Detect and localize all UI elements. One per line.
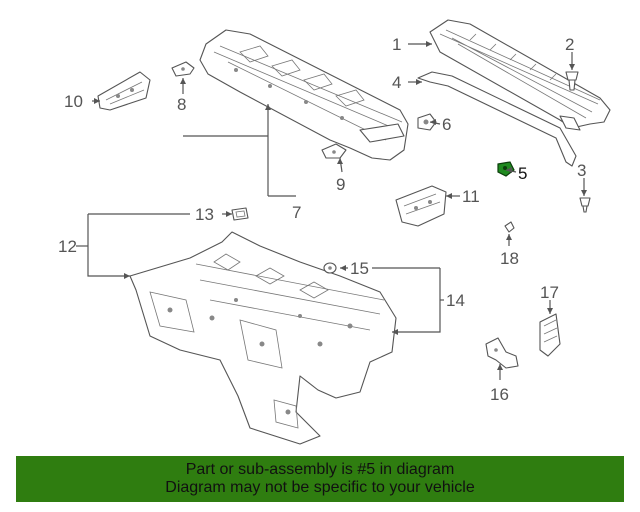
callout-16: 16 — [490, 385, 509, 404]
callout-17: 17 — [540, 283, 559, 302]
banner-line-2: Diagram may not be specific to your vehi… — [165, 479, 475, 496]
part-18-clip[interactable] — [504, 221, 515, 233]
part-14-dash-panel[interactable] — [129, 231, 397, 445]
part-8-bracket[interactable] — [171, 61, 195, 77]
leader-lines — [76, 43, 585, 380]
parts-diagram: 1 2 3 4 5 6 7 8 9 10 11 12 13 14 15 16 1… — [58, 19, 611, 445]
callout-2: 2 — [565, 35, 574, 54]
part-7-cowl-panel[interactable] — [199, 29, 409, 161]
callout-11: 11 — [462, 187, 480, 206]
part-5-clip-highlighted[interactable] — [497, 161, 515, 177]
callout-9: 9 — [336, 175, 345, 194]
callout-4: 4 — [392, 73, 401, 92]
part-13-plug[interactable] — [231, 207, 249, 221]
callout-6: 6 — [442, 115, 451, 134]
part-15-grommet[interactable] — [323, 262, 337, 274]
part-10-bracket[interactable] — [97, 71, 151, 111]
banner-line-1: Part or sub-assembly is #5 in diagram — [185, 461, 455, 478]
callout-10: 10 — [64, 92, 83, 111]
callout-12: 12 — [58, 237, 77, 256]
leader-arrowheads — [94, 41, 587, 370]
callout-7: 7 — [292, 203, 301, 222]
callout-8: 8 — [177, 95, 186, 114]
part-info-banner: Part or sub-assembly is #5 in diagram Di… — [16, 456, 624, 502]
callout-13: 13 — [195, 205, 214, 224]
part-4-seal[interactable] — [417, 71, 577, 167]
callout-1: 1 — [392, 35, 401, 54]
part-17-pad[interactable] — [539, 313, 561, 357]
part-1-cowl-louver[interactable] — [429, 19, 611, 131]
part-16-bracket[interactable] — [485, 337, 519, 369]
part-9-bracket[interactable] — [321, 143, 347, 159]
callout-14: 14 — [446, 291, 465, 310]
callout-18: 18 — [500, 249, 519, 268]
part-3-clip[interactable] — [579, 197, 591, 213]
callout-5: 5 — [518, 164, 527, 183]
callout-3: 3 — [577, 161, 586, 180]
part-2-clip[interactable] — [565, 71, 579, 91]
callout-15: 15 — [350, 259, 369, 278]
part-11-bracket[interactable] — [395, 185, 447, 227]
part-6-grommet[interactable] — [417, 113, 437, 131]
